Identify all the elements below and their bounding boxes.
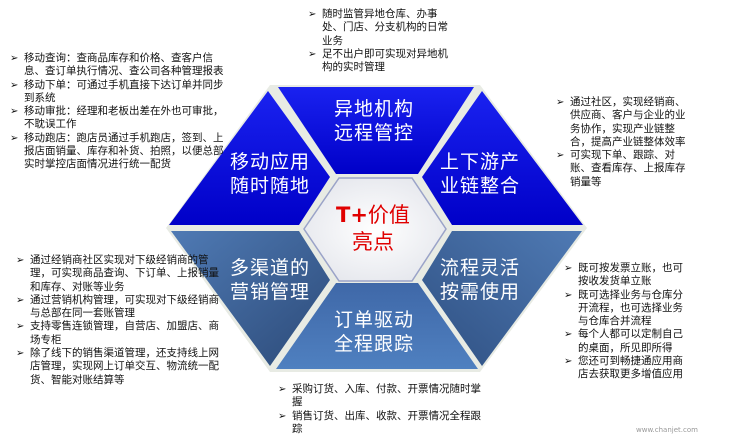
segment-order-label: 订单驱动 全程跟踪 — [334, 308, 414, 356]
segment-supply-line1: 上下游产 — [440, 151, 521, 173]
blurb-item: 可实现下单、跟踪、对账、查看库存、上报库存销量等 — [556, 149, 694, 189]
segment-process-shape[interactable] — [422, 231, 582, 366]
blurb-item: 移动审批：经理和老板出差在外也可审批，不耽误工作 — [10, 105, 228, 132]
center-line2: 亮点 — [351, 230, 394, 254]
blurb-item: 足不出户即可实现对异地机构的实时管理 — [308, 48, 458, 75]
center-prefix: T+ — [336, 203, 368, 227]
blurb-item: 您还可到畅捷通应用商店去获取更多增值应用 — [564, 355, 688, 382]
segment-process-line2: 按需使用 — [440, 281, 521, 303]
segment-order-line1: 订单驱动 — [334, 309, 415, 331]
blurb-item: 移动下单：可通过手机直接下达订单并同步到系统 — [10, 79, 228, 106]
segment-mobile-line1: 移动应用 — [230, 151, 311, 173]
blurb-item: 通过社区，实现经销商、供应商、客户与企业的业务协作，实现产业链整合，提高产业链整… — [556, 96, 694, 149]
segment-remote-shape[interactable] — [278, 87, 474, 174]
blurb-item: 采购订货、入库、付款、开票情况随时掌握 — [278, 383, 490, 410]
segment-process-line1: 流程灵活 — [440, 257, 521, 279]
segment-supply-line2: 业链整合 — [440, 175, 521, 197]
blurb-item: 既可按发票立账，也可按收发货单立账 — [564, 262, 688, 289]
segment-marketing-line2: 营销管理 — [230, 281, 311, 303]
segment-remote-label: 异地机构 远程管控 — [334, 97, 414, 145]
blurb-mobile: 移动查询：查商品库存和价格、查客户信息、查订单执行情况、查公司各种管理报表 移动… — [10, 52, 228, 172]
blurb-item: 移动跑店：跑店员通过手机跑店，签到、上报店面销量、库存和补货、拍照，以便总部实时… — [10, 132, 228, 172]
blurb-item: 通过营销机构管理，可实现对下级经销商与总部在同一套账管理 — [16, 294, 228, 321]
segment-order-shape[interactable] — [276, 283, 478, 369]
blurb-marketing: 通过经销商社区实现对下级经销商的管理，可实现商品查询、下订单、上报销量和库存、对… — [16, 254, 228, 387]
watermark: www.chanjet.com — [636, 426, 698, 434]
blurb-item: 既可选择业务与仓库分开流程，也可选择业务与仓库合并流程 — [564, 289, 688, 329]
blurb-item: 每个人都可以定制自己的桌面，所见即所得 — [564, 328, 688, 355]
segment-remote-line2: 远程管控 — [334, 122, 415, 144]
segment-supply-label: 上下游产 业链整合 — [440, 150, 520, 198]
segment-mobile-shape[interactable] — [169, 91, 330, 225]
segment-mobile-line2: 随时随地 — [230, 175, 311, 197]
blurb-item: 通过经销商社区实现对下级经销商的管理，可实现商品查询、下订单、上报销量和库存、对… — [16, 254, 228, 294]
segment-marketing-line1: 多渠道的 — [230, 257, 311, 279]
center-label: T+价值 亮点 — [336, 202, 410, 256]
segment-process-label: 流程灵活 按需使用 — [440, 256, 520, 304]
blurb-order: 采购订货、入库、付款、开票情况随时掌握 销售订货、出库、收款、开票情况全程跟踪 — [278, 383, 490, 436]
segment-order-line2: 全程跟踪 — [334, 333, 415, 355]
blurb-item: 销售订货、出库、收款、开票情况全程跟踪 — [278, 410, 490, 436]
center-line1: 价值 — [367, 203, 410, 227]
segment-marketing-label: 多渠道的 营销管理 — [230, 256, 310, 304]
blurb-item: 移动查询：查商品库存和价格、查客户信息、查订单执行情况、查公司各种管理报表 — [10, 52, 228, 79]
blurb-process: 既可按发票立账，也可按收发货单立账 既可选择业务与仓库分开流程，也可选择业务与仓… — [564, 262, 688, 382]
segment-mobile-label: 移动应用 随时随地 — [230, 150, 310, 198]
blurb-item: 随时监管异地仓库、办事处、门店、分支机构的日常业务 — [308, 8, 458, 48]
blurb-item: 支持零售连锁管理，自营店、加盟店、商场专柜 — [16, 320, 228, 347]
blurb-supply: 通过社区，实现经销商、供应商、客户与企业的业务协作，实现产业链整合，提高产业链整… — [556, 96, 694, 189]
segment-remote-line1: 异地机构 — [334, 98, 415, 120]
blurb-remote: 随时监管异地仓库、办事处、门店、分支机构的日常业务 足不出户即可实现对异地机构的… — [308, 8, 458, 74]
blurb-item: 除了线下的销售渠道管理，还支持线上网店管理，实现网上订单交互、物流统一配货、智能… — [16, 347, 228, 387]
segment-supply-shape[interactable] — [422, 91, 583, 225]
center-hexagon[interactable] — [303, 177, 447, 282]
